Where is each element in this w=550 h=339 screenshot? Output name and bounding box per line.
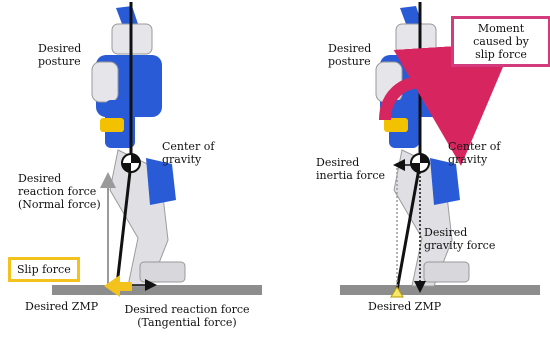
left-ground: [52, 285, 262, 295]
right-label-desired-inertia-force: Desired inertia force: [316, 156, 385, 182]
right-label-desired-zmp: Desired ZMP: [368, 300, 441, 313]
left-panel: [52, 2, 262, 297]
left-cog-marker: [122, 154, 140, 172]
left-label-tangential-force: Desired reaction force (Tangential force…: [112, 303, 262, 329]
left-slip-force-box: Slip force: [8, 257, 80, 282]
right-label-desired-posture: Desired posture: [328, 42, 371, 68]
left-label-desired-zmp: Desired ZMP: [25, 300, 98, 313]
right-label-center-of-gravity: Center of gravity: [448, 140, 500, 166]
right-moment-box: Moment caused by slip force: [451, 16, 550, 67]
right-label-desired-gravity-force: Desired gravity force: [424, 226, 495, 252]
left-label-desired-reaction-force: Desired reaction force (Normal force): [18, 172, 101, 211]
left-label-desired-posture: Desired posture: [38, 42, 81, 68]
left-label-center-of-gravity: Center of gravity: [162, 140, 214, 166]
right-ground: [340, 285, 540, 295]
right-cog-marker: [411, 154, 429, 172]
